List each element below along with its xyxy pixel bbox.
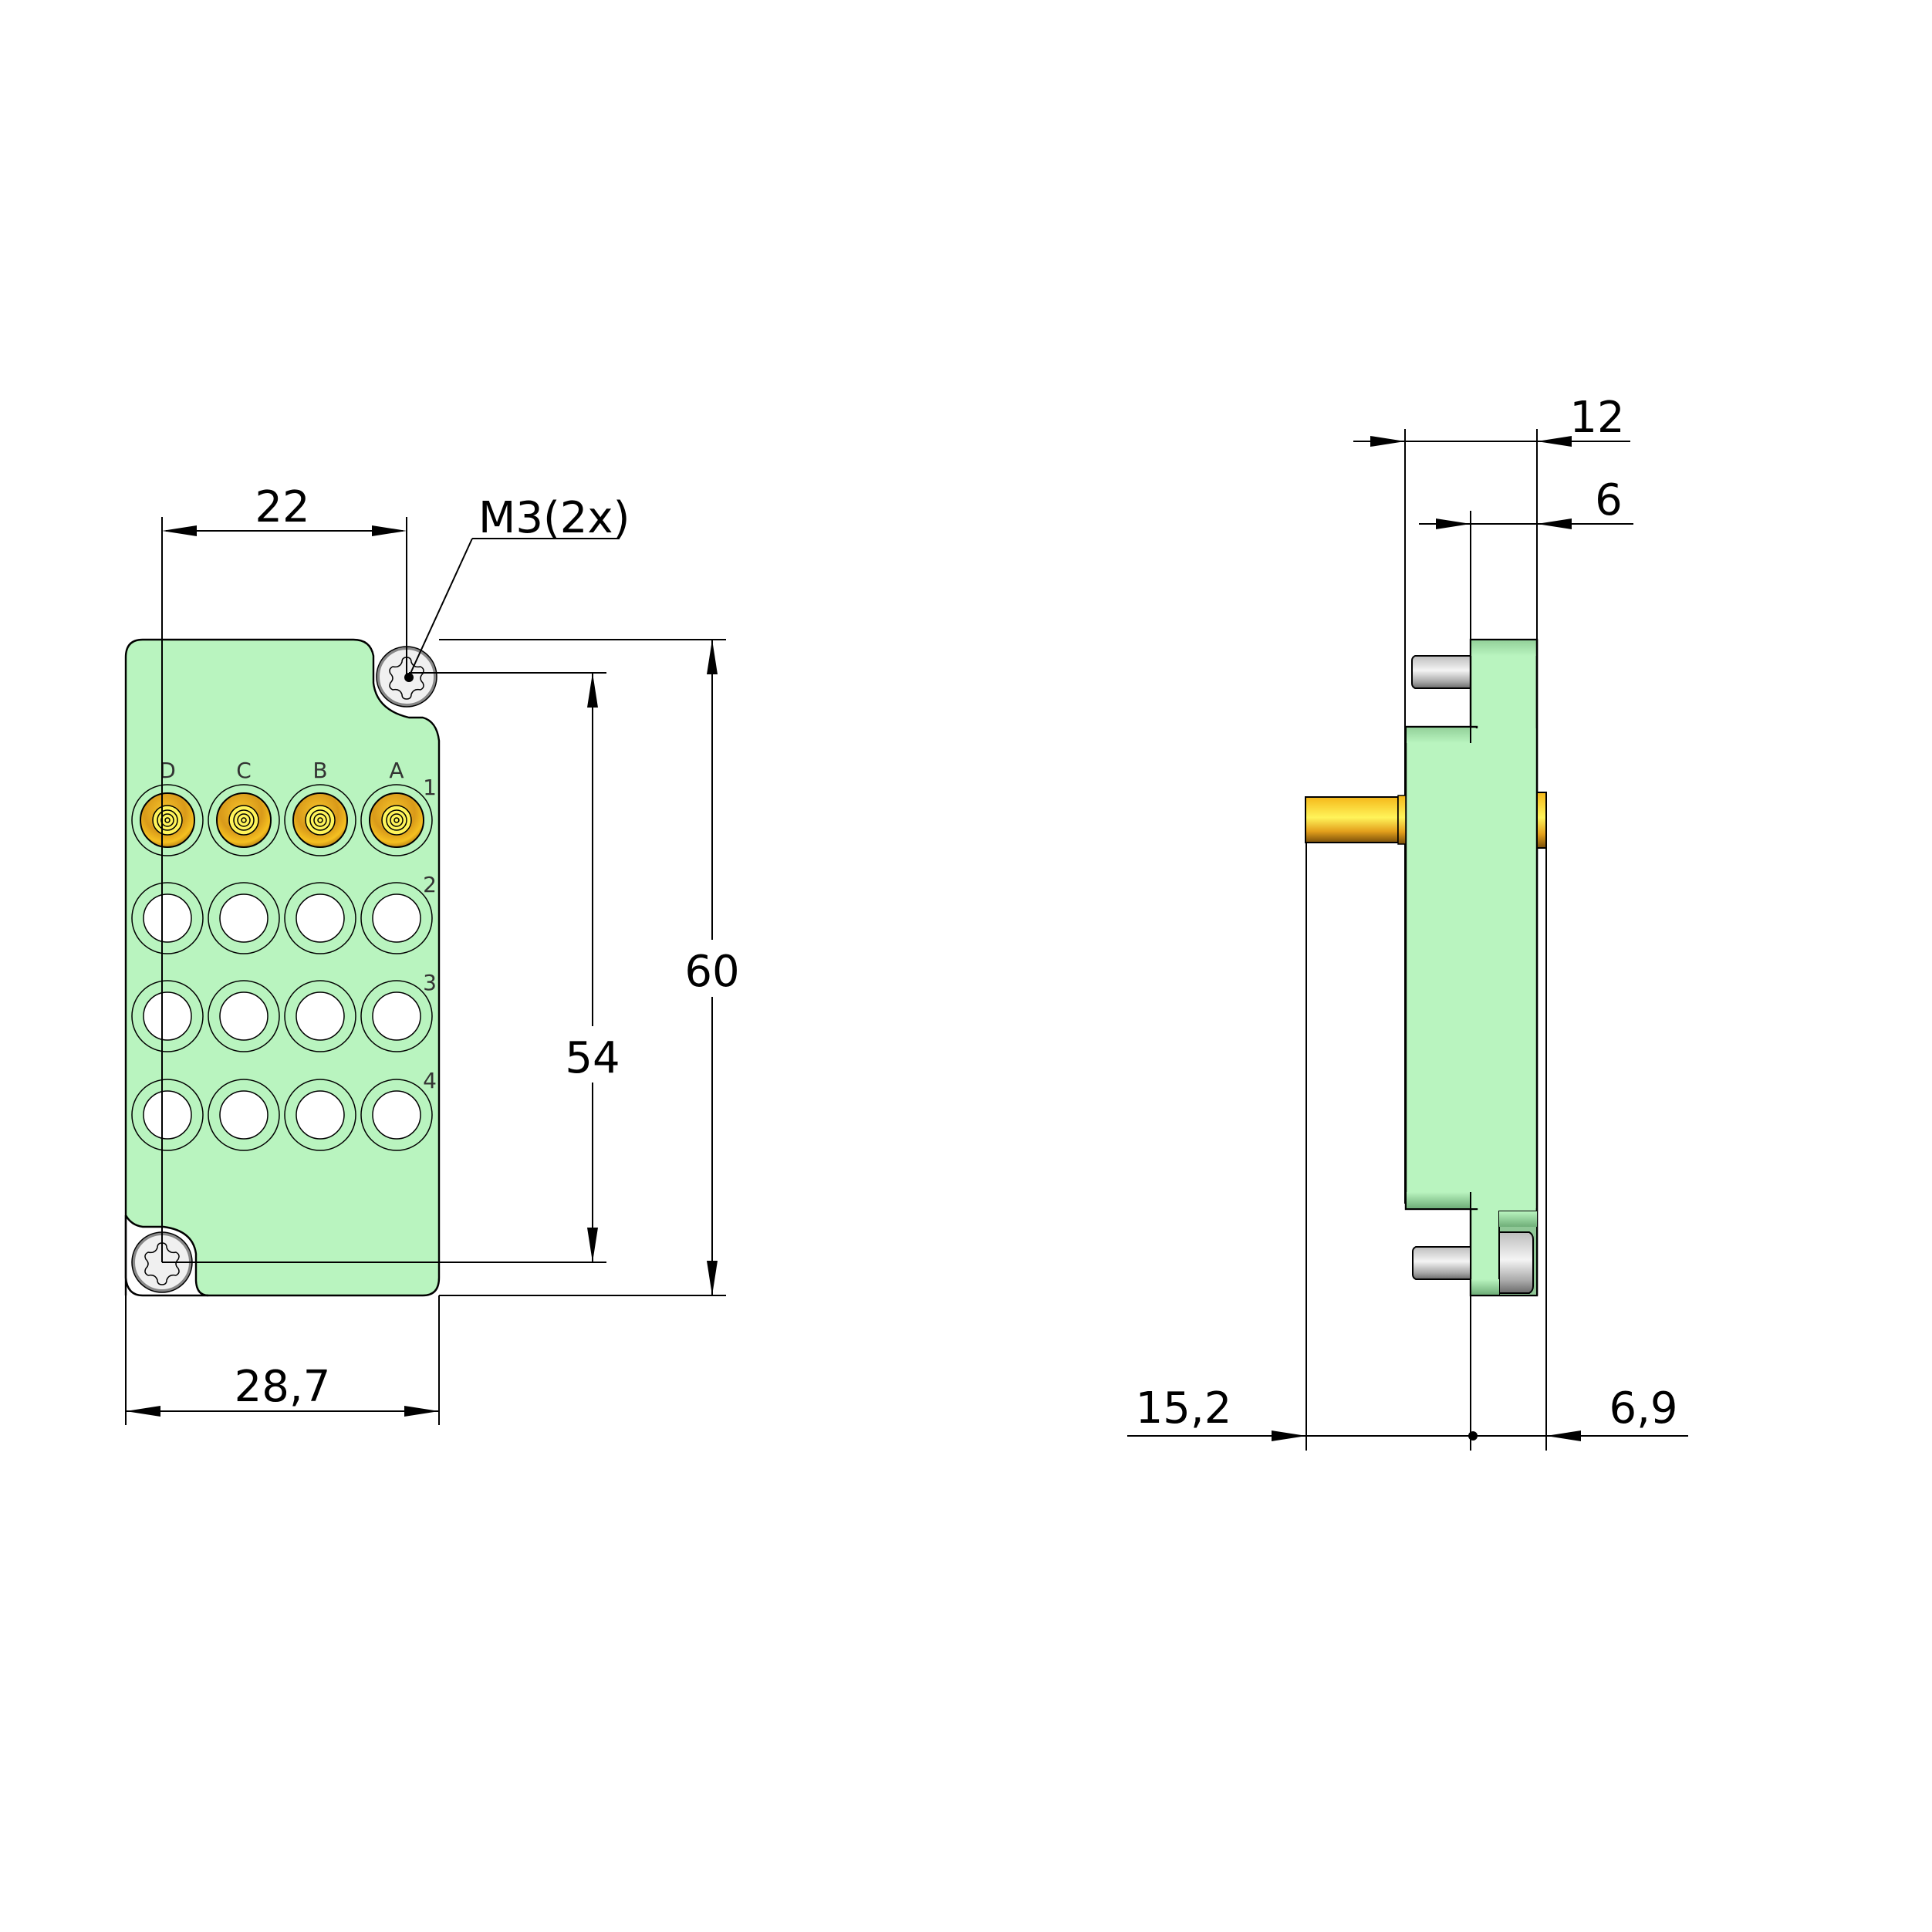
datum-dot [1468, 1431, 1478, 1441]
gold-contact-a1 [360, 784, 433, 856]
empty-hole [360, 882, 433, 954]
row-label-3: 3 [423, 970, 437, 995]
gold-contact-b1 [284, 784, 356, 856]
gold-contact-d1 [131, 784, 204, 856]
column-label-a: A [389, 758, 404, 783]
dimension-label-28-7: 28,7 [235, 1362, 331, 1412]
callout-m3: M3(2x) [408, 493, 630, 677]
dimension-54: 54 [162, 672, 620, 1263]
callout-label: M3(2x) [478, 493, 630, 543]
empty-hole [284, 882, 356, 954]
torx-icon [389, 657, 424, 700]
dimension-label-6-9: 6,9 [1609, 1383, 1677, 1434]
contact-row-3 [131, 980, 433, 1052]
torx-icon [144, 1242, 180, 1285]
row-label-4: 4 [423, 1068, 437, 1093]
empty-hole [208, 1079, 280, 1151]
dimension-label-15-2: 15,2 [1136, 1383, 1232, 1434]
empty-hole [284, 1079, 356, 1151]
contact-row-2 [131, 882, 433, 954]
column-label-c: C [236, 758, 252, 783]
alignment-pin-bottom [1412, 1246, 1471, 1280]
dimension-label-22: 22 [255, 482, 309, 532]
empty-hole [131, 980, 204, 1052]
front-body [1404, 640, 1539, 1296]
dimension-15-2-6-9: 15,2 6,9 [1127, 1383, 1688, 1441]
screw-head-side [1498, 1231, 1534, 1294]
dimension-label-60: 60 [684, 947, 739, 997]
column-label-b: B [312, 758, 327, 783]
empty-hole [131, 882, 204, 954]
empty-hole [284, 980, 356, 1052]
dimension-22: 22 [161, 482, 407, 1262]
dimension-12: 12 [1353, 393, 1630, 447]
dimension-label-12: 12 [1569, 393, 1624, 443]
dimension-label-6: 6 [1595, 475, 1623, 525]
front-board [124, 638, 441, 1297]
dimension-28-7: 28,7 [125, 1295, 440, 1425]
gold-contact-pin-rear [1536, 792, 1547, 849]
screw-recess-bottom [1471, 1211, 1538, 1296]
alignment-pin-top [1411, 655, 1471, 689]
gold-contact-c1 [208, 784, 280, 856]
dimension-6: 6 [1419, 475, 1633, 529]
empty-hole [208, 980, 280, 1052]
empty-hole [360, 1079, 433, 1151]
empty-hole [360, 980, 433, 1052]
row-label-2: 2 [423, 872, 437, 897]
column-label-d: D [159, 758, 176, 783]
empty-hole [131, 1079, 204, 1151]
side-view: 12 6 15,2 6,9 [1127, 393, 1688, 1451]
dimension-60: 60 [439, 639, 740, 1296]
front-view: D C B A 1 2 3 4 [124, 482, 740, 1425]
dimension-label-54: 54 [565, 1033, 620, 1083]
row-label-1: 1 [423, 775, 437, 800]
gold-contact-pin-front [1305, 795, 1407, 845]
empty-hole [208, 882, 280, 954]
contact-row-4 [131, 1079, 433, 1151]
